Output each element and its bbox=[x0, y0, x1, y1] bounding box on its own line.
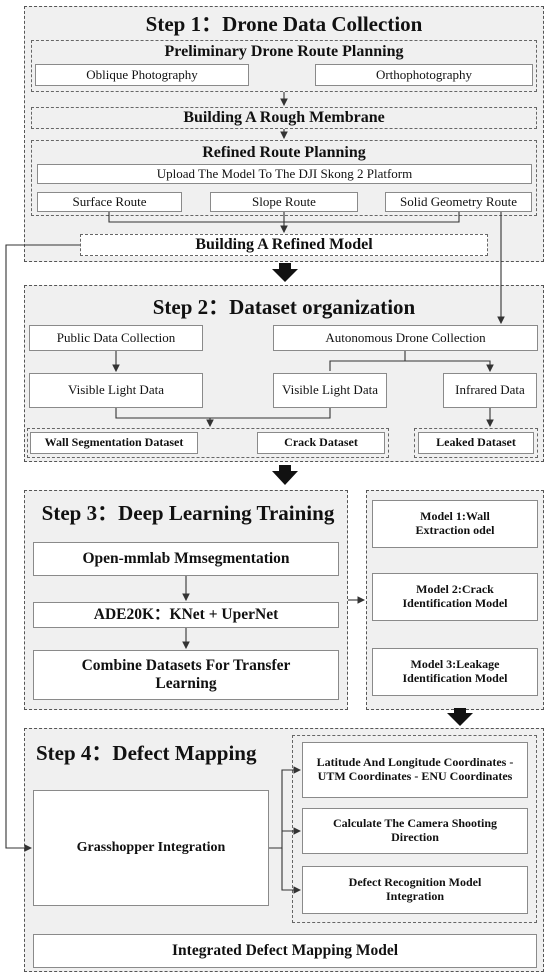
mmsegmentation-box: Open-mmlab Mmsegmentation bbox=[33, 542, 339, 576]
visible-to-datasets-connector bbox=[115, 408, 331, 426]
orthophotography-box: Orthophotography bbox=[315, 64, 533, 86]
oblique-photography-box: Oblique Photography bbox=[35, 64, 249, 86]
step2-to-step3-arrow bbox=[272, 465, 298, 485]
grasshopper-to-coordinates-connector bbox=[269, 766, 302, 849]
wall-segmentation-dataset-box: Wall Segmentation Dataset bbox=[30, 432, 198, 454]
leaked-dataset-box: Leaked Dataset bbox=[418, 432, 534, 454]
defect-recognition-integration-box: Defect Recognition Model Integration bbox=[302, 866, 528, 914]
crack-dataset-box: Crack Dataset bbox=[257, 432, 385, 454]
model2-box: Model 2:Crack Identification Model bbox=[372, 573, 538, 621]
rough-membrane-box: Building A Rough Membrane bbox=[31, 107, 537, 129]
grasshopper-to-defect-integration-connector bbox=[281, 848, 302, 894]
autonomous-split-connector bbox=[329, 351, 490, 371]
surface-route-box: Surface Route bbox=[37, 192, 182, 212]
step2-title: Step 2：Dataset organization bbox=[152, 295, 416, 319]
model1-box: Model 1:Wall Extraction odel bbox=[372, 500, 538, 548]
refined-title: Refined Route Planning bbox=[202, 144, 366, 161]
upload-model-box: Upload The Model To The DJI Skong 2 Plat… bbox=[37, 164, 532, 184]
refined-model-box: Building A Refined Model bbox=[80, 234, 488, 256]
autonomous-drone-collection-box: Autonomous Drone Collection bbox=[273, 325, 538, 351]
public-data-collection-box: Public Data Collection bbox=[29, 325, 203, 351]
preliminary-group bbox=[31, 40, 537, 92]
refined-model-to-grasshopper-connector bbox=[5, 244, 80, 852]
mapping-steps-group bbox=[292, 735, 537, 923]
integrated-defect-mapping-box: Integrated Defect Mapping Model bbox=[33, 934, 537, 968]
grasshopper-integration-box: Grasshopper Integration bbox=[33, 790, 269, 906]
visible-light-data-box-2: Visible Light Data bbox=[273, 373, 387, 408]
preliminary-title: Preliminary Drone Route Planning bbox=[164, 43, 404, 60]
solid-geometry-route-box: Solid Geometry Route bbox=[385, 192, 532, 212]
visible-light-data-box-1: Visible Light Data bbox=[29, 373, 203, 408]
routes-to-refined-model-connector bbox=[108, 212, 460, 232]
infrared-datasets-group bbox=[414, 428, 538, 458]
step1-to-step2-arrow bbox=[272, 263, 298, 282]
combine-datasets-box: Combine Datasets For Transfer Learning bbox=[33, 650, 339, 700]
step4-title: Step 4：Defect Mapping bbox=[36, 741, 257, 765]
camera-direction-box: Calculate The Camera Shooting Direction bbox=[302, 808, 528, 854]
coordinates-box: Latitude And Longitude Coordinates -UTM … bbox=[302, 742, 528, 798]
step1-title: Step 1：Drone Data Collection bbox=[145, 12, 423, 36]
slope-route-box: Slope Route bbox=[210, 192, 358, 212]
step3-to-step4-arrow bbox=[447, 708, 473, 726]
step3-title: Step 3：Deep Learning Training bbox=[41, 501, 335, 525]
ade20k-knet-upernet-box: ADE20K：KNet + UperNet bbox=[33, 602, 339, 628]
model3-box: Model 3:Leakage Identification Model bbox=[372, 648, 538, 696]
